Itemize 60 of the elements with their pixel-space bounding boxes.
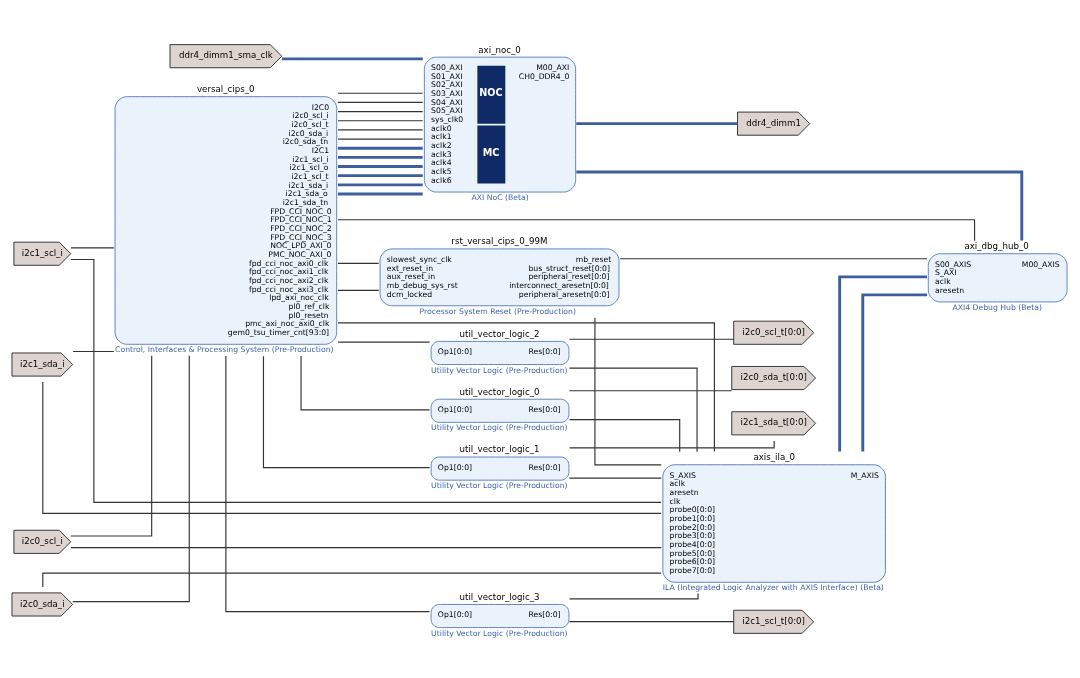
node-label: Processor System Reset (Pre-Production): [419, 306, 576, 316]
connector: [337, 101, 424, 104]
node-label: util_vector_logic_1: [459, 444, 540, 455]
node-label: AXI4 Debug Hub (Beta): [952, 303, 1042, 312]
connector: [568, 440, 775, 449]
connector: [70, 247, 115, 249]
connector: [568, 477, 662, 479]
connector: [337, 138, 424, 140]
node-label: Utility Vector Logic (Pre-Production): [431, 628, 568, 638]
node-label: AXI NoC (Beta): [471, 193, 529, 203]
connector: [337, 322, 715, 453]
node-label: axi_dbg_hub_0: [964, 241, 1029, 252]
connector: [576, 122, 738, 126]
connector: [594, 317, 662, 466]
connector: [568, 390, 733, 392]
connector: [337, 155, 423, 159]
connector: [70, 355, 153, 537]
node-label: Utility Vector Logic (Pre-Production): [431, 423, 568, 433]
connector: [337, 262, 380, 264]
connector: [861, 293, 928, 452]
connector: [337, 129, 424, 131]
connector: [337, 341, 431, 343]
connector: [337, 183, 423, 187]
node-label: util_vector_logic_3: [459, 591, 540, 602]
connector: [337, 289, 380, 291]
node-label: axi_noc_0: [478, 44, 521, 55]
connector: [225, 355, 430, 613]
connector: [619, 258, 928, 260]
node-label: util_vector_logic_2: [459, 328, 540, 339]
connector: [72, 350, 115, 353]
connector: [838, 275, 927, 452]
connector: [568, 419, 681, 453]
connector: [337, 146, 423, 150]
connector: [42, 381, 662, 514]
connector: [281, 57, 423, 61]
connector: [262, 355, 431, 469]
connector: [337, 111, 424, 113]
node-label: axis_ila_0: [753, 452, 796, 463]
connector: [568, 620, 735, 623]
connector: [72, 355, 190, 603]
connector: [576, 170, 1024, 241]
node-label: rst_versal_cips_0_99M: [451, 236, 548, 247]
connector: [70, 258, 662, 503]
node-label: ILA (Integrated Logic Analyzer with AXIS Interface) (Beta): [662, 583, 884, 593]
connector: [337, 165, 423, 168]
node-label: util_vector_logic_0: [459, 386, 540, 397]
connector: [337, 174, 423, 178]
connector: [337, 92, 424, 94]
connector: [300, 355, 431, 411]
connector: [568, 367, 698, 453]
node-label: Utility Vector Logic (Pre-Production): [431, 481, 568, 491]
connector: [337, 120, 424, 122]
node-label: versal_cips_0: [196, 84, 255, 95]
connector: [568, 592, 699, 600]
connector: [568, 338, 735, 340]
node-label: Utility Vector Logic (Pre-Production): [431, 365, 568, 375]
node-label: Control, Interfaces & Processing System (Pre-Production): [115, 345, 334, 355]
connector: [337, 192, 423, 196]
connector: [337, 219, 976, 242]
connector: [70, 547, 662, 549]
